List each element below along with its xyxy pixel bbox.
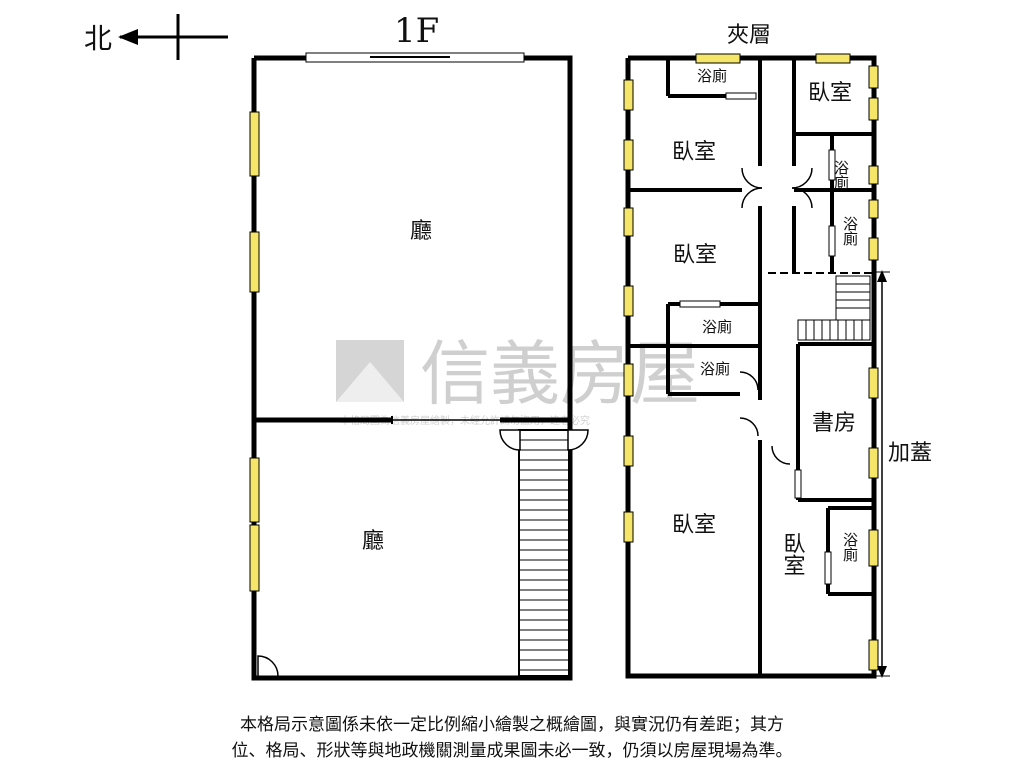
first-floor: 1F	[249, 11, 589, 681]
north-arrow: 北	[84, 14, 228, 60]
room-hall-top: 廳	[410, 219, 432, 244]
mezzanine-title: 夾層	[727, 23, 771, 48]
room-hall-bottom: 廳	[362, 529, 384, 554]
room-bed-small: 臥室	[780, 532, 805, 576]
first-floor-title: 1F	[394, 11, 439, 51]
room-bed-big: 臥室	[672, 513, 716, 538]
mezzanine-floor: 夾層	[623, 23, 932, 679]
room-bed1: 臥室	[672, 140, 716, 165]
room-bath-ne2: 浴廁	[841, 216, 859, 247]
room-bath1: 浴廁	[697, 67, 727, 85]
disclaimer-line2: 位、格局、形狀等與地政機關測量成果圖未必一致，仍須以房屋現場為準。	[231, 741, 793, 761]
disclaimer-line1: 本格局示意圖係未依一定比例縮小繪製之概繪圖，與實況仍有差距；其方	[240, 715, 784, 735]
disclaimer: 本格局示意圖係未依一定比例縮小繪製之概繪圖，與實況仍有差距；其方 位、格局、形狀…	[0, 712, 1024, 764]
addon-label: 加蓋	[888, 441, 932, 466]
room-bath-ne1: 浴廁	[832, 160, 850, 191]
room-study: 書房	[812, 411, 856, 436]
room-bath2: 浴廁	[702, 318, 732, 336]
room-bed2: 臥室	[673, 243, 717, 268]
room-bed-ne: 臥室	[808, 81, 852, 106]
north-label: 北	[84, 22, 112, 55]
room-bath3: 浴廁	[700, 360, 730, 378]
room-bath4: 浴廁	[841, 532, 859, 563]
watermark: 信義房屋 本格局圖為信義房屋繪製，未經允許請勿盜用，違者必究	[336, 333, 700, 427]
